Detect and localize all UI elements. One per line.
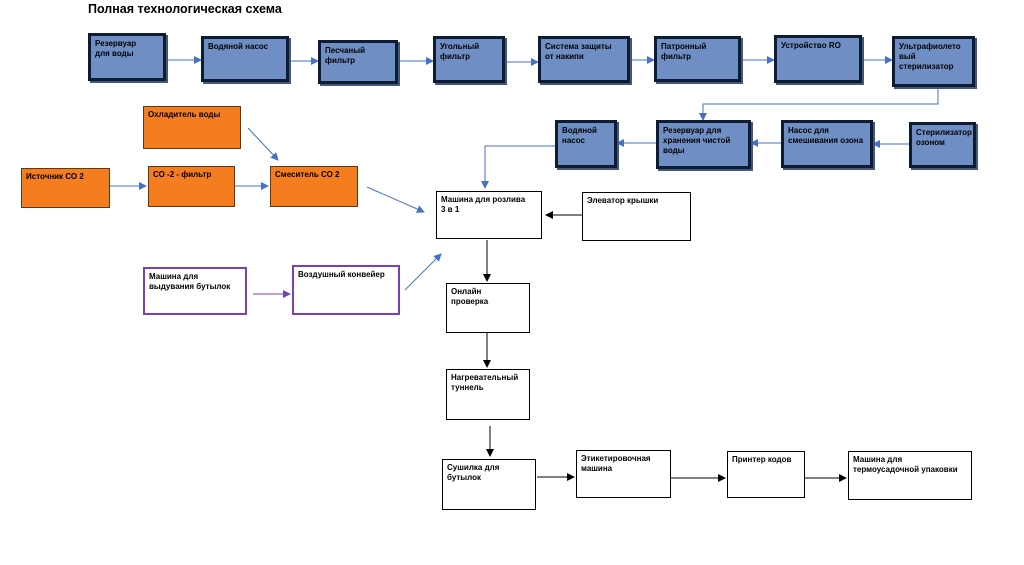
node-shrink-wrapper: Машина для термоусадочной упаковки <box>848 451 972 500</box>
node-water-pump-2: Водяной насос <box>555 120 617 168</box>
node-ro-device: Устройство RO <box>774 35 862 83</box>
node-co2-source: Источник СО 2 <box>21 168 110 208</box>
node-cap-elevator: Элеватор крышки <box>582 192 691 241</box>
node-code-printer: Принтер кодов <box>727 451 805 498</box>
arrow-uv-to-clean-tank <box>699 87 939 121</box>
node-water-cooler: Охладитель воды <box>143 106 241 149</box>
node-sand-filter: Песчаный фильтр <box>318 40 398 84</box>
node-filling-machine: Машина для розлива 3 в 1 <box>436 191 542 239</box>
node-co2-mixer: Смеситель СО 2 <box>270 166 358 207</box>
node-air-conveyor: Воздушный конвейер <box>292 265 400 315</box>
arrow-conveyor-to-filling <box>404 253 442 291</box>
node-cartridge-filter: Патронный фильтр <box>654 36 741 82</box>
node-water-pump-1: Водяной насос <box>201 36 289 82</box>
node-online-inspection: Онлайн проверка <box>446 283 530 333</box>
arrow-pump2-to-filling <box>481 145 555 189</box>
node-ozone-mixing-pump: Насос для смешивания озона <box>781 120 873 168</box>
node-reservoir: Резервуар для воды <box>88 33 166 81</box>
node-co2-filter: СО -2 - фильтр <box>148 166 235 207</box>
arrow-cooler-to-mixer <box>247 127 279 161</box>
page-title: Полная технологическая схема <box>88 2 282 16</box>
node-bottle-dryer: Сушилка для бутылок <box>442 459 536 510</box>
node-carbon-filter: Угольный фильтр <box>433 36 505 83</box>
arrow-mixer-to-filling <box>366 186 425 213</box>
node-clean-water-tank: Резервуар для хранения чистой воды <box>656 120 751 169</box>
node-ozone-sterilizer: Стерилизатор озоном <box>909 122 976 168</box>
node-scale-protection: Система защиты от накипи <box>538 36 630 83</box>
node-uv-sterilizer: Ультрафиолето вый стерилизатор <box>892 36 975 87</box>
node-labeling-machine: Этикетировочная машина <box>576 450 671 498</box>
node-heating-tunnel: Нагревательный туннель <box>446 369 530 420</box>
node-blow-molding: Машина для выдувания бутылок <box>143 267 247 315</box>
